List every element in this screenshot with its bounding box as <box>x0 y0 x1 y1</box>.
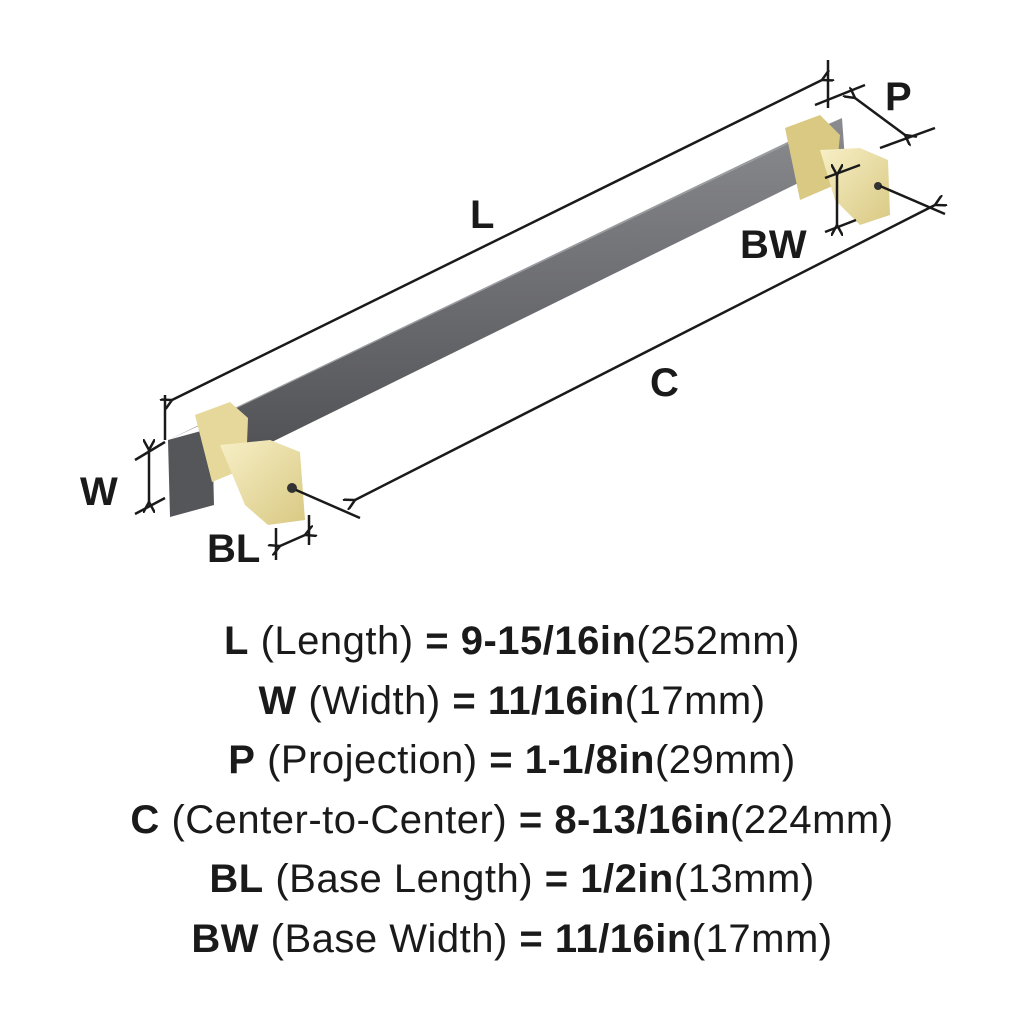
spec-key: W <box>258 678 297 723</box>
spec-metric: (13mm) <box>673 857 815 901</box>
spec-name: (Length) <box>260 619 414 663</box>
spec-imperial: 8-13/16in <box>554 797 731 842</box>
spec-key: P <box>228 738 256 782</box>
spec-row-length: L (Length) = 9-15/16in(252mm) <box>0 612 1024 672</box>
dimension-lines <box>134 60 945 560</box>
label-BL: BL <box>207 527 260 571</box>
spec-imperial: 1/2in <box>580 857 674 901</box>
spec-eq: = <box>544 857 569 901</box>
spec-row-center-to-center: C (Center-to-Center) = 8-13/16in(224mm) <box>0 791 1024 851</box>
spec-metric: (29mm) <box>654 738 796 782</box>
spec-eq: = <box>489 738 514 782</box>
label-C: C <box>650 361 679 405</box>
spec-name: (Center-to-Center) <box>171 797 508 842</box>
spec-metric: (224mm) <box>730 797 894 842</box>
spec-name: (Base Length) <box>275 857 534 901</box>
spec-eq: = <box>518 797 543 842</box>
handle-dimension-diagram: L C P W BW BL <box>80 60 1024 571</box>
label-BW: BW <box>740 223 807 267</box>
spec-metric: (17mm) <box>691 916 833 961</box>
spec-metric: (17mm) <box>624 678 766 723</box>
label-W: W <box>80 470 118 514</box>
spec-row-base-width: BW (Base Width) = 11/16in(17mm) <box>0 910 1024 970</box>
spec-eq: = <box>519 916 544 961</box>
label-L: L <box>470 193 494 237</box>
spec-key: L <box>224 619 249 663</box>
spec-metric: (252mm) <box>636 619 800 663</box>
spec-eq: = <box>452 678 477 723</box>
label-P: P <box>885 75 912 119</box>
left-base <box>195 402 305 525</box>
spec-row-projection: P (Projection) = 1-1/8in(29mm) <box>0 731 1024 791</box>
spec-imperial: 1-1/8in <box>524 738 655 782</box>
spec-imperial: 11/16in <box>487 678 625 723</box>
spec-key: C <box>130 797 160 842</box>
spec-imperial: 11/16in <box>554 916 692 961</box>
spec-eq: = <box>425 619 450 663</box>
spec-imperial: 9-15/16in <box>460 619 637 663</box>
spec-key: BL <box>209 857 264 901</box>
spec-row-width: W (Width) = 11/16in(17mm) <box>0 672 1024 732</box>
spec-name: (Projection) <box>267 738 478 782</box>
spec-key: BW <box>191 916 259 961</box>
spec-name: (Base Width) <box>270 916 508 961</box>
spec-name: (Width) <box>308 678 441 723</box>
dimension-specs: L (Length) = 9-15/16in(252mm) W (Width) … <box>0 612 1024 969</box>
spec-row-base-length: BL (Base Length) = 1/2in(13mm) <box>0 850 1024 910</box>
